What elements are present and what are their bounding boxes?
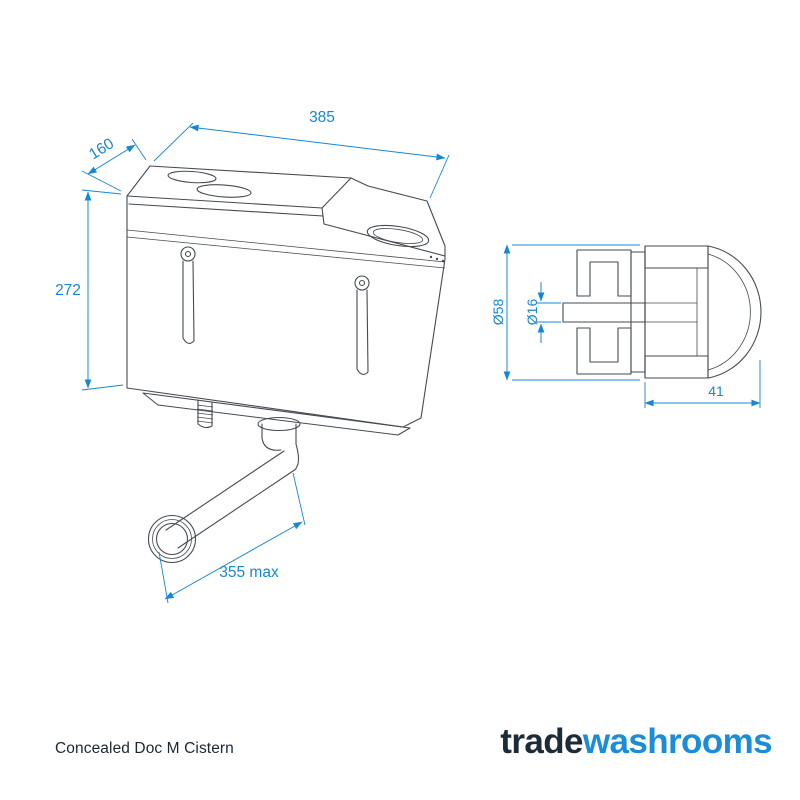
mounting-clip-left [180,246,196,344]
button-dome-inner [707,253,751,371]
button-housing [644,245,709,379]
brand-logo: tradewashrooms [500,722,772,762]
dim-41-extension [644,360,761,408]
pipe-end-cap-outer [147,514,197,564]
pipe-elbow [261,423,300,469]
dim-height-label: 272 [55,282,81,299]
push-button-section-view [562,245,762,379]
dim-spindle-diameter-label: Ø16 [524,299,540,326]
button-flange-top-section [576,249,632,297]
dim-button-depth-label: 41 [708,383,724,399]
cistern-shelf-edge [321,207,446,257]
vent-dot-3 [441,259,445,263]
cistern-seam-line-2 [126,236,446,269]
lid-slot-2 [196,184,252,198]
button-flange-bottom-section [576,327,632,375]
detail-view-dimensions: Ø58 Ø16 41 [490,244,761,408]
flush-valve-opening-outer [366,224,430,248]
dim-depth-line [87,144,136,175]
inlet-thread [196,399,214,429]
button-housing-bottom-section [644,355,709,379]
mounting-clip-right [354,275,370,375]
flush-pipe [147,416,301,564]
pipe-end-cap-inner [155,522,189,556]
cistern-lid-top-edges [126,177,352,209]
pipe-body [165,450,297,549]
vent-dot-1 [429,255,433,259]
dim-button-diameter-label: Ø58 [490,299,506,326]
dim-width-extension [153,122,450,199]
dim-d16-extension [536,302,561,323]
dim-height-extension [81,189,124,391]
lid-slot-1 [167,170,217,184]
vent-dot-2 [435,257,439,261]
cistern-isometric-view [126,165,446,564]
button-spindle-section [562,302,646,323]
dim-d58-extension [512,244,640,381]
button-housing-top-section [644,245,709,269]
dim-pipe-extension [158,472,306,604]
button-dome-outer [707,245,762,379]
dim-pipe-length-label: 355 max [219,564,279,581]
product-caption: Concealed Doc M Cistern [55,740,234,757]
dim-depth-extension [81,138,147,192]
pipe-flange [257,416,301,432]
cistern-seam-line-1 [126,229,446,263]
dim-width-label: 385 [309,109,335,126]
main-view-dimensions: 385 160 272 355 max [55,109,450,604]
dim-width-line [189,124,446,161]
brand-logo-washrooms: washrooms [582,722,773,761]
cistern-lid-rim [128,203,324,217]
flush-valve-opening-inner [372,228,424,244]
button-back-plate-section [630,251,646,373]
cistern-outline [126,165,446,428]
cistern-base [142,392,411,436]
dim-pipe-line [164,521,303,600]
button-housing-inner-lines [645,268,698,356]
brand-logo-trade: trade [500,722,583,761]
